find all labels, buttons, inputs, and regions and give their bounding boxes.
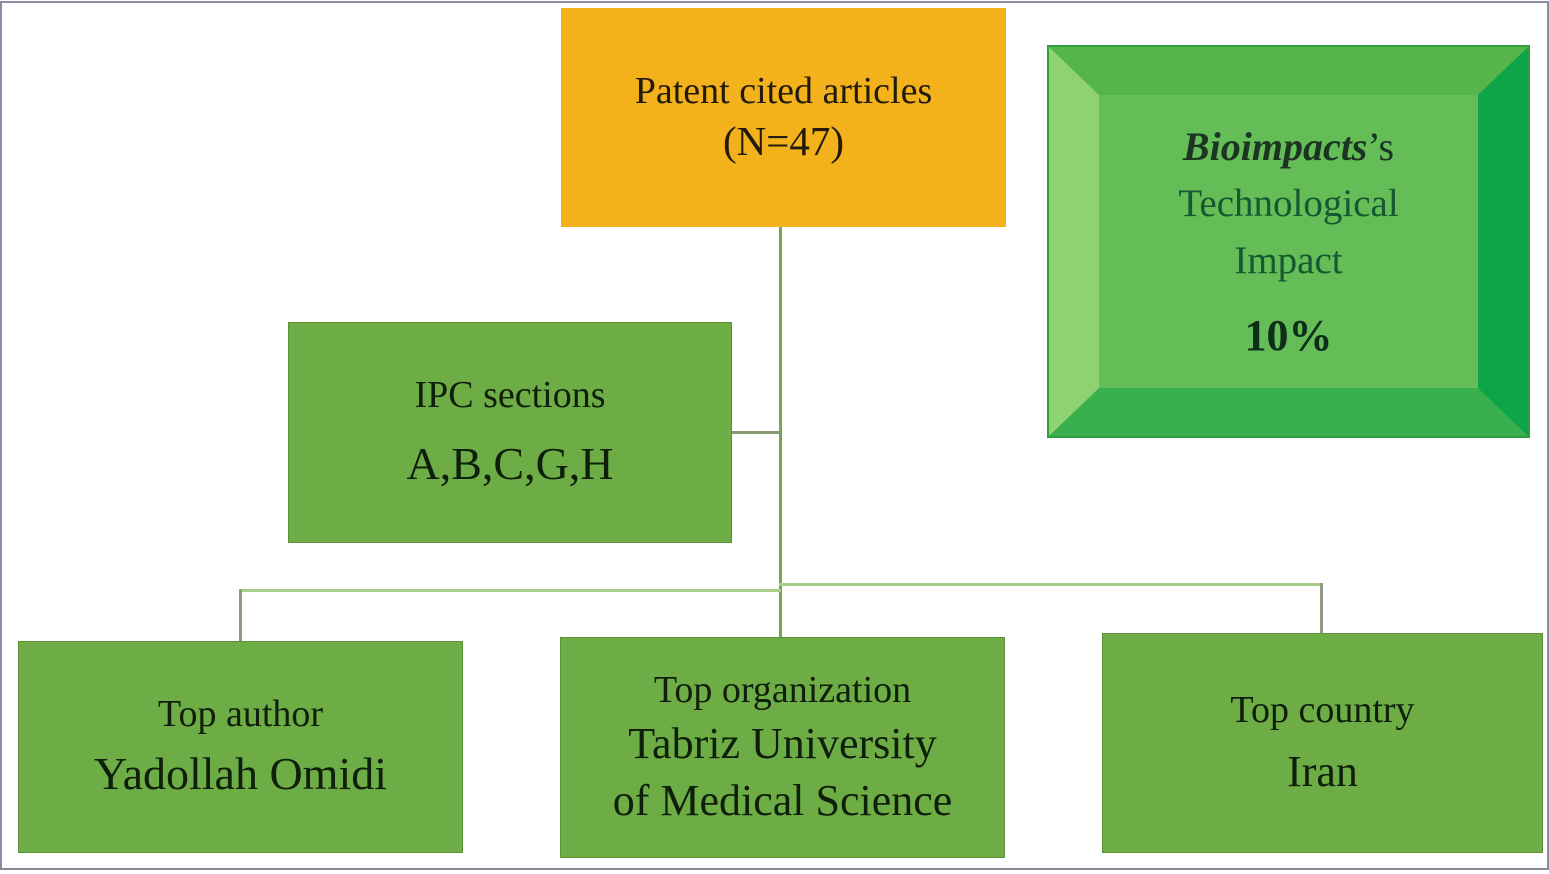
impact-word-technological: Technological bbox=[1178, 182, 1399, 226]
connector-drop-right bbox=[1320, 583, 1323, 633]
technological-impact-badge: Bioimpacts’s Technological Impact 10% bbox=[1047, 45, 1530, 438]
impact-word-impact: Impact bbox=[1234, 238, 1343, 282]
ipc-node-label: IPC sections bbox=[414, 373, 606, 416]
connector-branch-right bbox=[779, 583, 1323, 586]
ipc-sections-node: IPC sections A,B,C,G,H bbox=[288, 322, 732, 543]
country-node-value: Iran bbox=[1287, 747, 1358, 797]
organization-node-label: Top organization bbox=[653, 668, 912, 711]
country-node-label: Top country bbox=[1230, 688, 1415, 731]
author-node-label: Top author bbox=[157, 693, 324, 736]
root-node-title: Patent cited articles bbox=[634, 70, 933, 113]
impact-journal-line: Bioimpacts’s bbox=[1183, 118, 1394, 176]
journal-name: Bioimpacts bbox=[1182, 124, 1368, 170]
page-border-top bbox=[0, 1, 1549, 3]
page-border-right bbox=[1547, 1, 1549, 869]
connector-trunk bbox=[779, 227, 782, 642]
journal-possessive: ’s bbox=[1367, 124, 1395, 170]
top-organization-node: Top organization Tabriz University of Me… bbox=[560, 637, 1005, 858]
top-country-node: Top country Iran bbox=[1102, 633, 1543, 853]
page-border-bottom bbox=[0, 868, 1549, 870]
patent-cited-articles-node: Patent cited articles (N=47) bbox=[561, 8, 1006, 227]
connector-ipc-stub bbox=[731, 431, 779, 434]
connector-drop-left bbox=[239, 589, 242, 641]
impact-badge-content: Bioimpacts’s Technological Impact 10% bbox=[1099, 95, 1478, 388]
impact-percentage: 10% bbox=[1244, 311, 1333, 361]
connector-branch-left bbox=[239, 589, 781, 592]
author-node-value: Yadollah Omidi bbox=[93, 747, 388, 799]
ipc-node-value: A,B,C,G,H bbox=[406, 438, 614, 490]
top-author-node: Top author Yadollah Omidi bbox=[18, 641, 463, 853]
organization-node-value-line1: Tabriz University bbox=[628, 719, 937, 768]
root-node-count: (N=47) bbox=[722, 117, 845, 164]
page-border-left bbox=[0, 1, 2, 869]
organization-node-value-line2: of Medical Science bbox=[612, 776, 953, 826]
impact-badge-bevel-frame bbox=[1049, 47, 1528, 436]
